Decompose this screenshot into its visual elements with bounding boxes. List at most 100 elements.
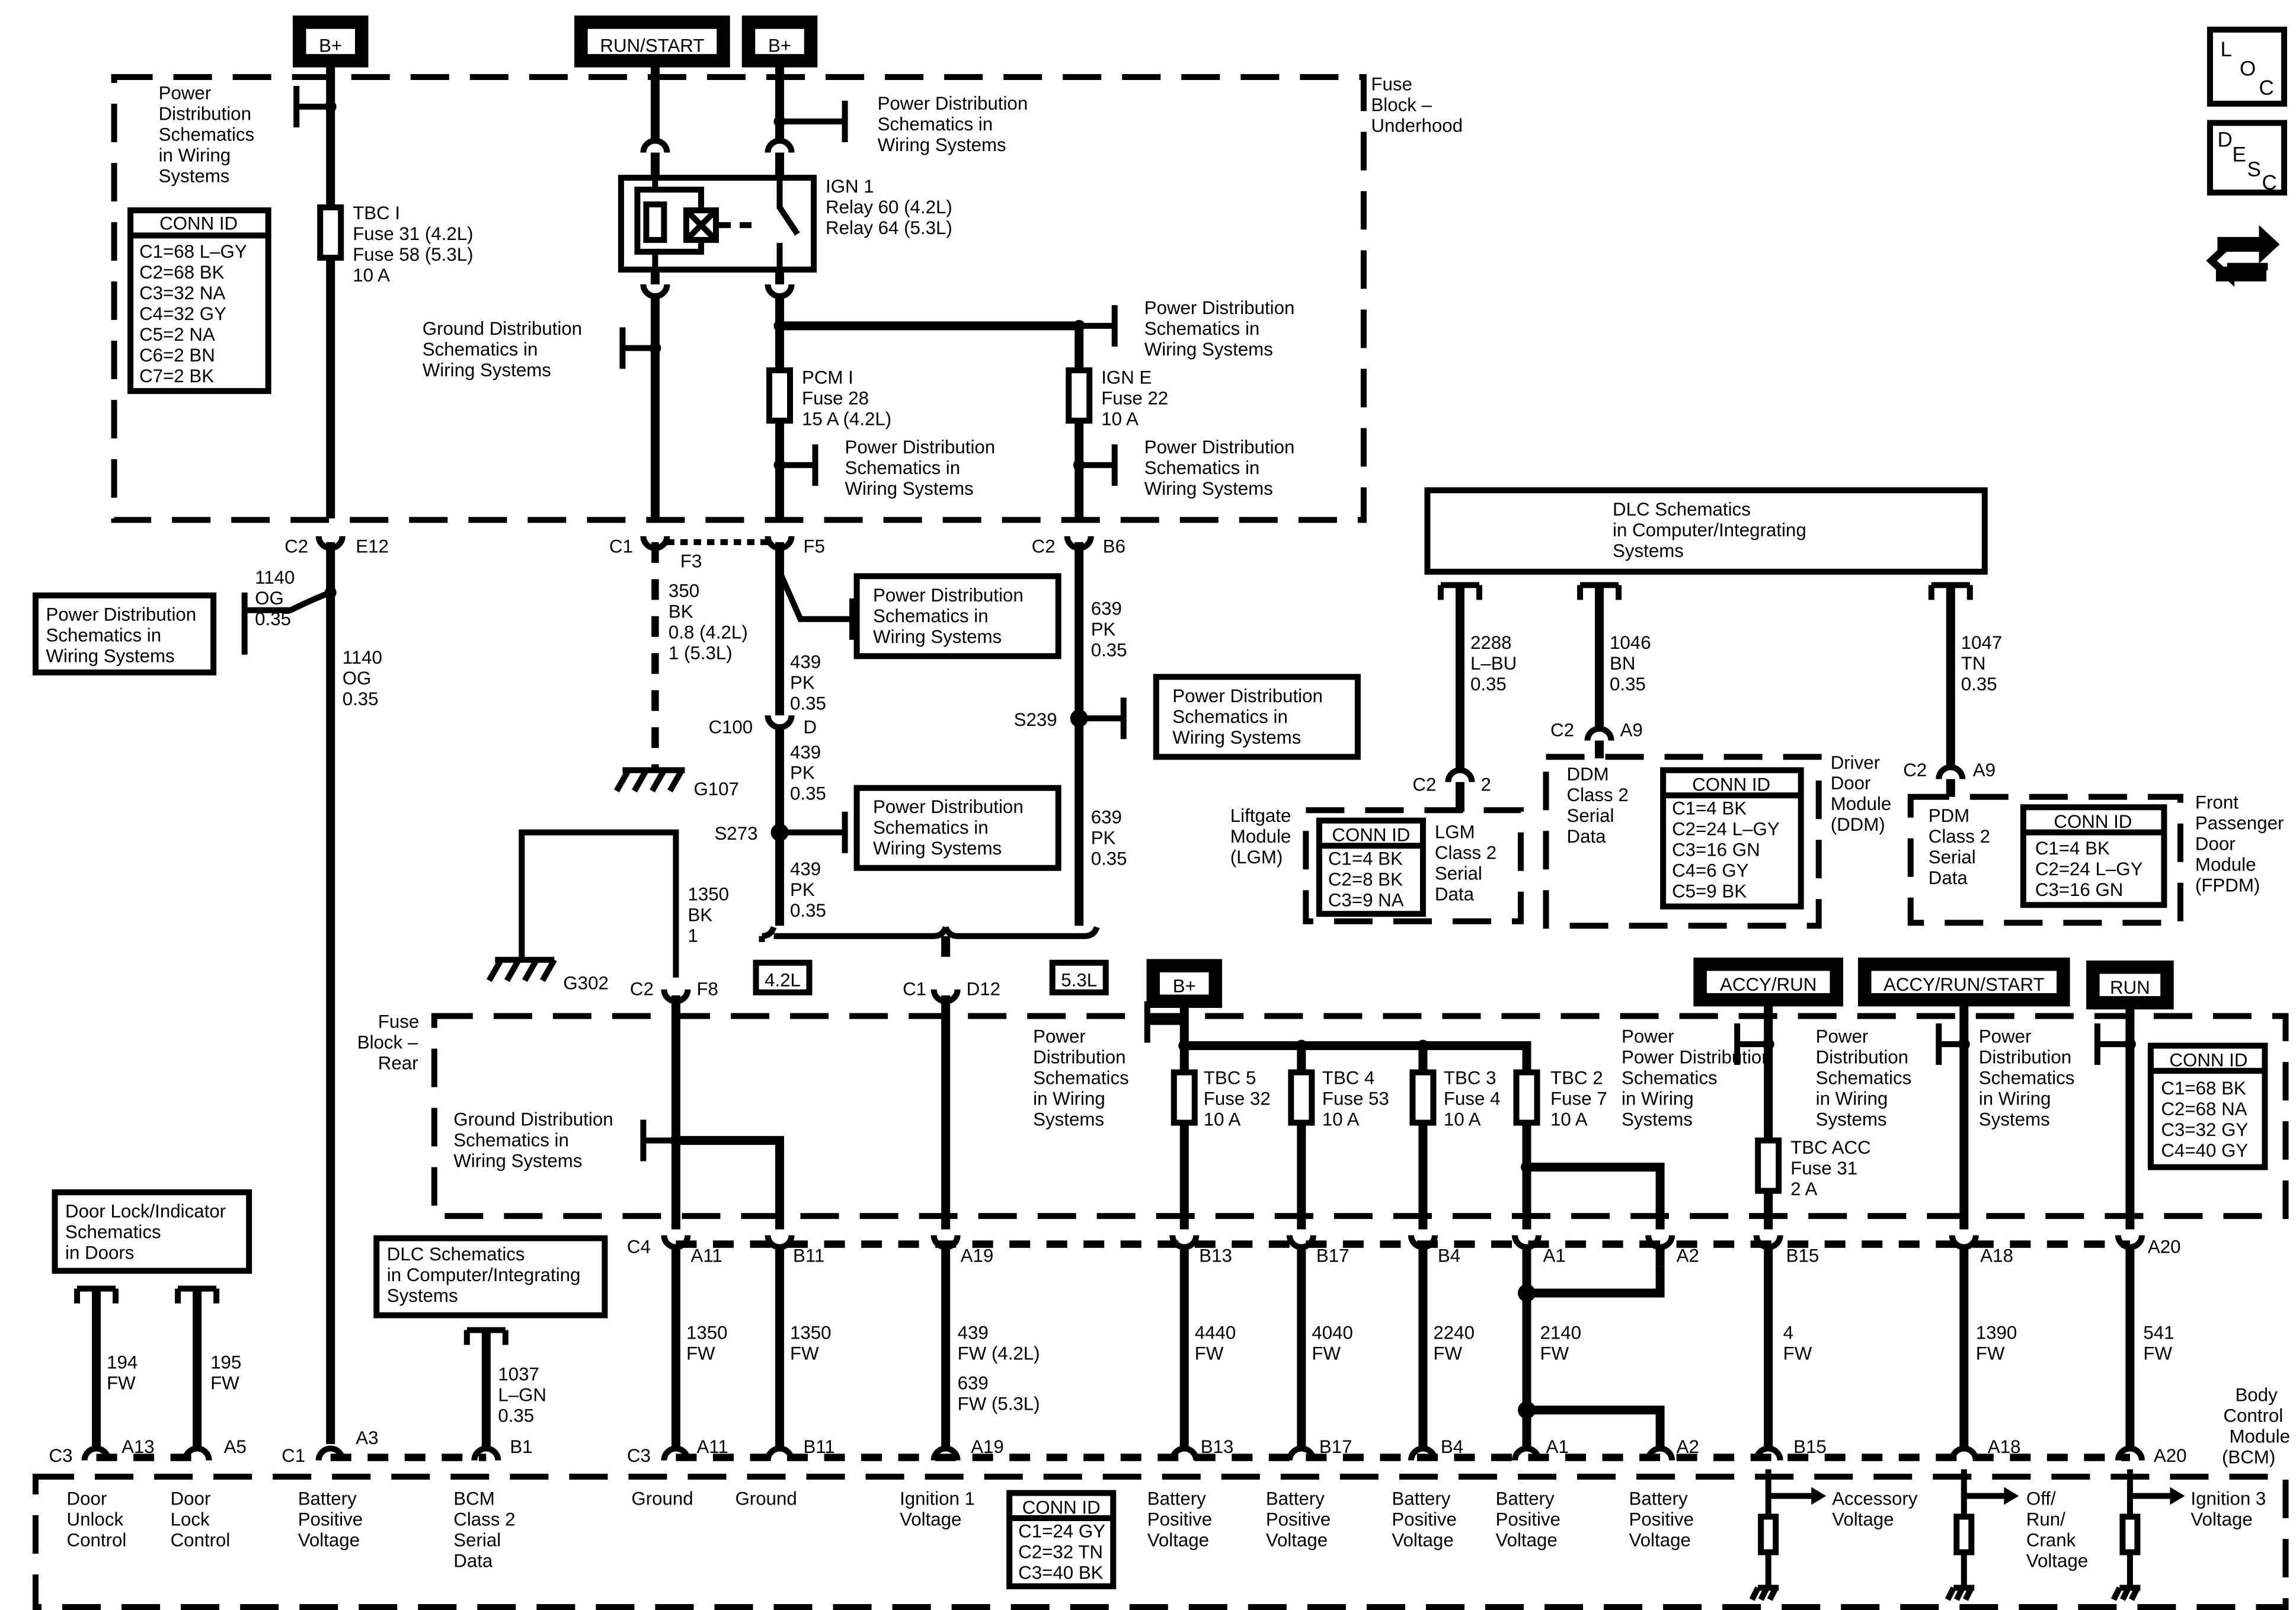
conn-id-table-underhood: CONN ID C1=68 L–GY C2=68 BK C3=32 NA C4=… [127,207,271,394]
conn-bcm-b11: B11 [804,1436,835,1457]
bcm-boundary [33,1474,2289,1610]
conn-bcm-a18: A18 [1988,1436,2021,1457]
conn-b4: B4 [1438,1246,1460,1266]
conn-fpdm-c2: C2 [1903,760,1927,780]
fuse-tbc-i: TBC I Fuse 31 (4.2L) Fuse 58 (5.3L) 10 A [317,203,474,286]
svg-text:E: E [2232,143,2246,166]
svg-text:CONN ID: CONN ID [2054,811,2132,832]
svg-text:Power Distribution Schemat: Power Distribution Schematics in Wiring … [873,585,1028,647]
ref-power-dist-11: Power Distribution Schematics in Wiring … [1816,1026,1917,1130]
conn-bcm-b13: B13 [1201,1436,1234,1457]
svg-text:B+: B+ [768,35,791,56]
pin-ign1: Ignition 1 Voltage [900,1489,980,1530]
wrench-arrows-icon[interactable] [2206,225,2280,287]
conn-fpdm-a9: A9 [1973,760,1996,780]
conn-r-c2: C2 [630,979,654,1000]
pin-batt-pos-1: Battery Positive Voltage [298,1489,368,1551]
source-accy-run: ACCY/RUN [1693,957,1843,1007]
wire-2288: 2288 L–BU 0.35 [1470,632,1522,694]
svg-text:G302: G302 [563,973,608,994]
svg-text:Door Lock/Indicator Schema: Door Lock/Indicator Schematics in Doors [65,1201,231,1263]
source-run: RUN [2086,960,2174,1010]
wire-1037: 1037 L–GN 0.35 [498,1364,551,1426]
svg-text:Power Distribution Schemat: Power Distribution Schematics in Wiring … [46,604,202,666]
conn-bcm-a19: A19 [971,1436,1004,1457]
fuse-ign-e: IGN E Fuse 22 10 A [1066,367,1173,429]
wire-1140-b: 1140 OG 0.35 [343,647,388,709]
svg-text:G107: G107 [693,779,738,799]
ref-power-dist-1: Power Distribution Schematics in Wiring … [159,82,260,186]
conn-b17: B17 [1316,1246,1350,1266]
conn-bcm-a5: A5 [224,1436,247,1457]
svg-text:B+: B+ [1173,976,1196,997]
wire-439-c: 439 PK 0.35 [790,859,826,921]
conn-a20: A20 [2148,1237,2181,1257]
svg-text:IGN E Fuse 22 10 A: IGN E Fuse 22 10 A [1101,367,1173,429]
svg-text:CONN ID: CONN ID [1332,825,1410,846]
wire-1140-a: 1140 OG 0.35 [255,567,300,629]
fuse-block-underhood-boundary [111,73,1367,523]
splice-s239: S239 [1014,709,1057,730]
svg-text:Power Distribution Schemat: Power Distribution Schematics in Wiring … [873,796,1028,859]
wire-439-a: 439 PK 0.35 [790,651,826,713]
conn-id-table-fpdm: CONN ID C1=4 BK C2=24 L–GY C3=16 GN [2020,804,2167,908]
bcm-name: Body Control Module (BCM) [2222,1385,2295,1468]
conn-c4: C4 [627,1237,651,1257]
pin-ground-1: Ground [631,1489,693,1509]
conn-lgm-c2: C2 [1412,774,1436,795]
svg-text:B+: B+ [319,35,342,56]
fpdm-boundary [1907,793,2183,926]
ground-g302: G302 [486,956,609,994]
ref-power-dist-left: Power Distribution Schematics in Wiring … [33,592,217,676]
conn-a11: A11 [690,1246,722,1266]
wire-350: 350 BK 0.8 (4.2L) 1 (5.3L) [669,580,753,663]
lgm-signal: LGM Class 2 Serial Data [1435,822,1502,905]
svg-text:RUN: RUN [2110,977,2150,998]
svg-text:PCM I Fuse 28 15 A (4.: PCM I Fuse 28 15 A (4.2L) [802,367,891,429]
svg-text:C1=4 BK C2=24 L–GY C3=: C1=4 BK C2=24 L–GY C3=16 GN [2035,838,2148,900]
svg-text:IGN 1 Relay 60 (4.2L): IGN 1 Relay 60 (4.2L) Relay 64 (5.3L) [826,176,957,238]
conn-b13: B13 [1199,1246,1232,1266]
svg-text:5.3L: 5.3L [1061,970,1097,991]
pin-ground-2: Ground [735,1489,797,1509]
conn-id-table-ddm: CONN ID C1=4 BK C2=24 L–GY C3=16 GN C4=6… [1660,767,1804,910]
desc-icon[interactable]: D E S C [2207,120,2287,196]
ground-g107: G107 [614,767,739,799]
conn-uh-e12: E12 [356,536,389,556]
svg-text:O: O [2240,57,2256,80]
conn-bcm-b1: B1 [510,1436,532,1457]
fpdm-signal: PDM Class 2 Serial Data [1929,805,1996,888]
ref-dlc-bcm: DLC Schematics in Computer/Integrating S… [373,1235,608,1318]
pin-door-unlock: Door Unlock Control [67,1489,129,1551]
wire-1047: 1047 TN 0.35 [1961,632,2007,694]
conn-bcm-a3: A3 [356,1427,378,1448]
conn-id-table-bcm: CONN ID C1=24 GY C2=32 TN C3=40 BK [1006,1490,1117,1590]
source-bplus-center: B+ [741,15,818,68]
loc-icon[interactable]: L O C [2207,26,2287,107]
svg-text:DLC Schematics in Computer: DLC Schematics in Computer/Integrating S… [387,1244,586,1306]
fuse-block-rear-label: Fuse Block – Rear [357,1012,424,1074]
conn-b15: B15 [1786,1246,1819,1266]
svg-text:C1=4 BK C2=8 BK C3=9 N: C1=4 BK C2=8 BK C3=9 NA [1328,849,1408,911]
svg-text:C1=24 GY C2=32 TN C3=4: C1=24 GY C2=32 TN C3=40 BK [1018,1521,1111,1583]
relay-ign1: IGN 1 Relay 60 (4.2L) Relay 64 (5.3L) [618,174,957,273]
svg-text:CONN ID: CONN ID [1692,774,1770,795]
lgm-boundary [1303,807,1524,924]
